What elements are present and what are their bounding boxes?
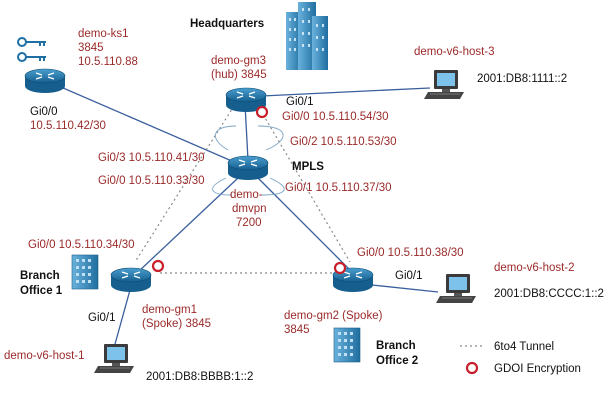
tunnel-links xyxy=(134,105,351,274)
host3-ip: 2001:DB8:1111::2 xyxy=(477,73,567,85)
headquarters-label: Headquarters xyxy=(190,18,264,30)
branch2-label-line1: Branch xyxy=(376,340,416,352)
link-gm3-mpls xyxy=(244,103,249,161)
gdoi-ring-gm2 xyxy=(333,261,347,275)
link-mpls-gm1 xyxy=(137,177,239,273)
tunnel-gm3-gm1 xyxy=(134,105,235,263)
ks1-interface-ip: 10.5.110.42/30 xyxy=(30,120,106,132)
tunnel-gm3-gm2 xyxy=(257,105,351,263)
key-icon xyxy=(17,37,46,62)
dmvpn-name2: dmvpn xyxy=(232,203,267,215)
gm2-name: demo-gm2 (Spoke) xyxy=(284,310,383,322)
host1-ip: 2001:DB8:BBBB:1::2 xyxy=(146,371,253,383)
gm1-gi01: Gi0/1 xyxy=(88,312,116,324)
gm3-role: (hub) 3845 xyxy=(211,69,267,81)
legend-gdoi-label: GDOI Encryption xyxy=(494,363,581,375)
gdoi-rings xyxy=(151,105,347,275)
router-demo-ks1 xyxy=(24,68,66,94)
gm1-name: demo-gm1 xyxy=(142,304,197,316)
gdoi-ring-gm3 xyxy=(255,105,269,119)
host-demo-v6-host-2 xyxy=(435,273,477,304)
branch-office-1-building xyxy=(71,254,99,290)
host-demo-v6-host-3 xyxy=(423,69,465,100)
host-demo-v6-host-1 xyxy=(93,343,135,374)
mpls-loops xyxy=(212,125,285,196)
legend-gdoi-swatch xyxy=(465,361,479,375)
gm1-gi00: Gi0/0 10.5.110.34/30 xyxy=(28,239,135,251)
ks1-interface: Gi0/0 xyxy=(30,106,58,118)
gm2-gi01: Gi0/1 xyxy=(395,270,423,282)
host1-name: demo-v6-host-1 xyxy=(4,350,85,362)
gm1-role: (Spoke) 3845 xyxy=(142,318,211,330)
host2-name: demo-v6-host-2 xyxy=(494,262,575,274)
legend-tunnel-label: 6to4 Tunnel xyxy=(494,341,554,353)
dmvpn-model: 7200 xyxy=(236,217,262,229)
link-mpls-gm2 xyxy=(257,177,353,273)
mpls-gi02: Gi0/2 10.5.110.53/30 xyxy=(290,136,397,148)
branch2-label-line2: Office 2 xyxy=(376,355,418,367)
link-gm2-host2 xyxy=(371,284,439,293)
branch1-label-line1: Branch xyxy=(20,270,60,282)
dmvpn-name: demo- xyxy=(230,189,263,201)
branch1-label-line2: Office 1 xyxy=(20,285,63,297)
gm2-model: 3845 xyxy=(284,324,310,336)
host3-name: demo-v6-host-3 xyxy=(414,46,495,58)
branch-office-2-building xyxy=(333,327,361,363)
link-gm3-host3 xyxy=(261,87,431,97)
headquarters-building xyxy=(286,2,328,70)
mpls-gi03: Gi0/3 10.5.110.41/30 xyxy=(98,152,205,164)
gm3-name: demo-gm3 xyxy=(211,55,266,67)
mpls-label: MPLS xyxy=(292,161,324,173)
gm2-gi00: Gi0/0 10.5.110.38/30 xyxy=(357,247,464,259)
router-demo-gm1 xyxy=(110,267,152,293)
gm3-gi00: Gi0/0 10.5.110.54/30 xyxy=(282,111,389,123)
ks1-model: 3845 xyxy=(78,42,104,54)
router-demo-dmvpn xyxy=(227,155,269,181)
physical-links xyxy=(39,77,439,356)
link-ks1-mpls xyxy=(39,77,249,169)
host2-ip: 2001:DB8:CCCC:1::2 xyxy=(494,288,604,300)
ks1-name: demo-ks1 xyxy=(78,28,129,40)
legend: 6to4 Tunnel GDOI Encryption xyxy=(460,341,581,375)
mpls-gi01: Gi0/1 10.5.110.37/30 xyxy=(285,182,392,194)
gm3-gi01: Gi0/1 xyxy=(286,96,314,108)
mpls-gi00: Gi0/0 10.5.110.33/30 xyxy=(98,175,205,187)
ks1-ip: 10.5.110.88 xyxy=(78,56,138,68)
gdoi-ring-gm1 xyxy=(151,259,165,273)
